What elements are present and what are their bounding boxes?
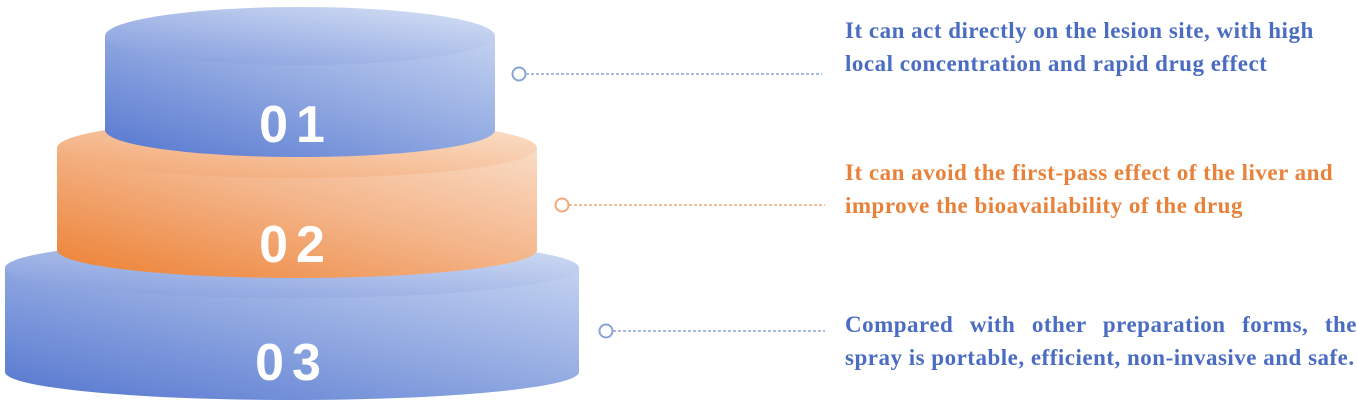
tier-03-description: Compared with other preparation forms, t… bbox=[845, 312, 1357, 370]
connector-03 bbox=[598, 323, 825, 339]
connector-02 bbox=[554, 197, 825, 213]
connector-03-node bbox=[598, 323, 614, 339]
connector-02-node bbox=[554, 197, 570, 213]
tier-01-number: 01 bbox=[259, 96, 333, 154]
tier-01-cylinder bbox=[105, 7, 495, 157]
tier-03-number: 03 bbox=[255, 334, 329, 392]
tier-01-description: It can act directly on the lesion site, … bbox=[845, 18, 1314, 76]
tier-02-number: 02 bbox=[259, 216, 333, 274]
tier-02-description: It can avoid the first-pass effect of th… bbox=[845, 160, 1334, 218]
connector-01-node bbox=[511, 66, 527, 82]
connector-01 bbox=[511, 66, 822, 82]
